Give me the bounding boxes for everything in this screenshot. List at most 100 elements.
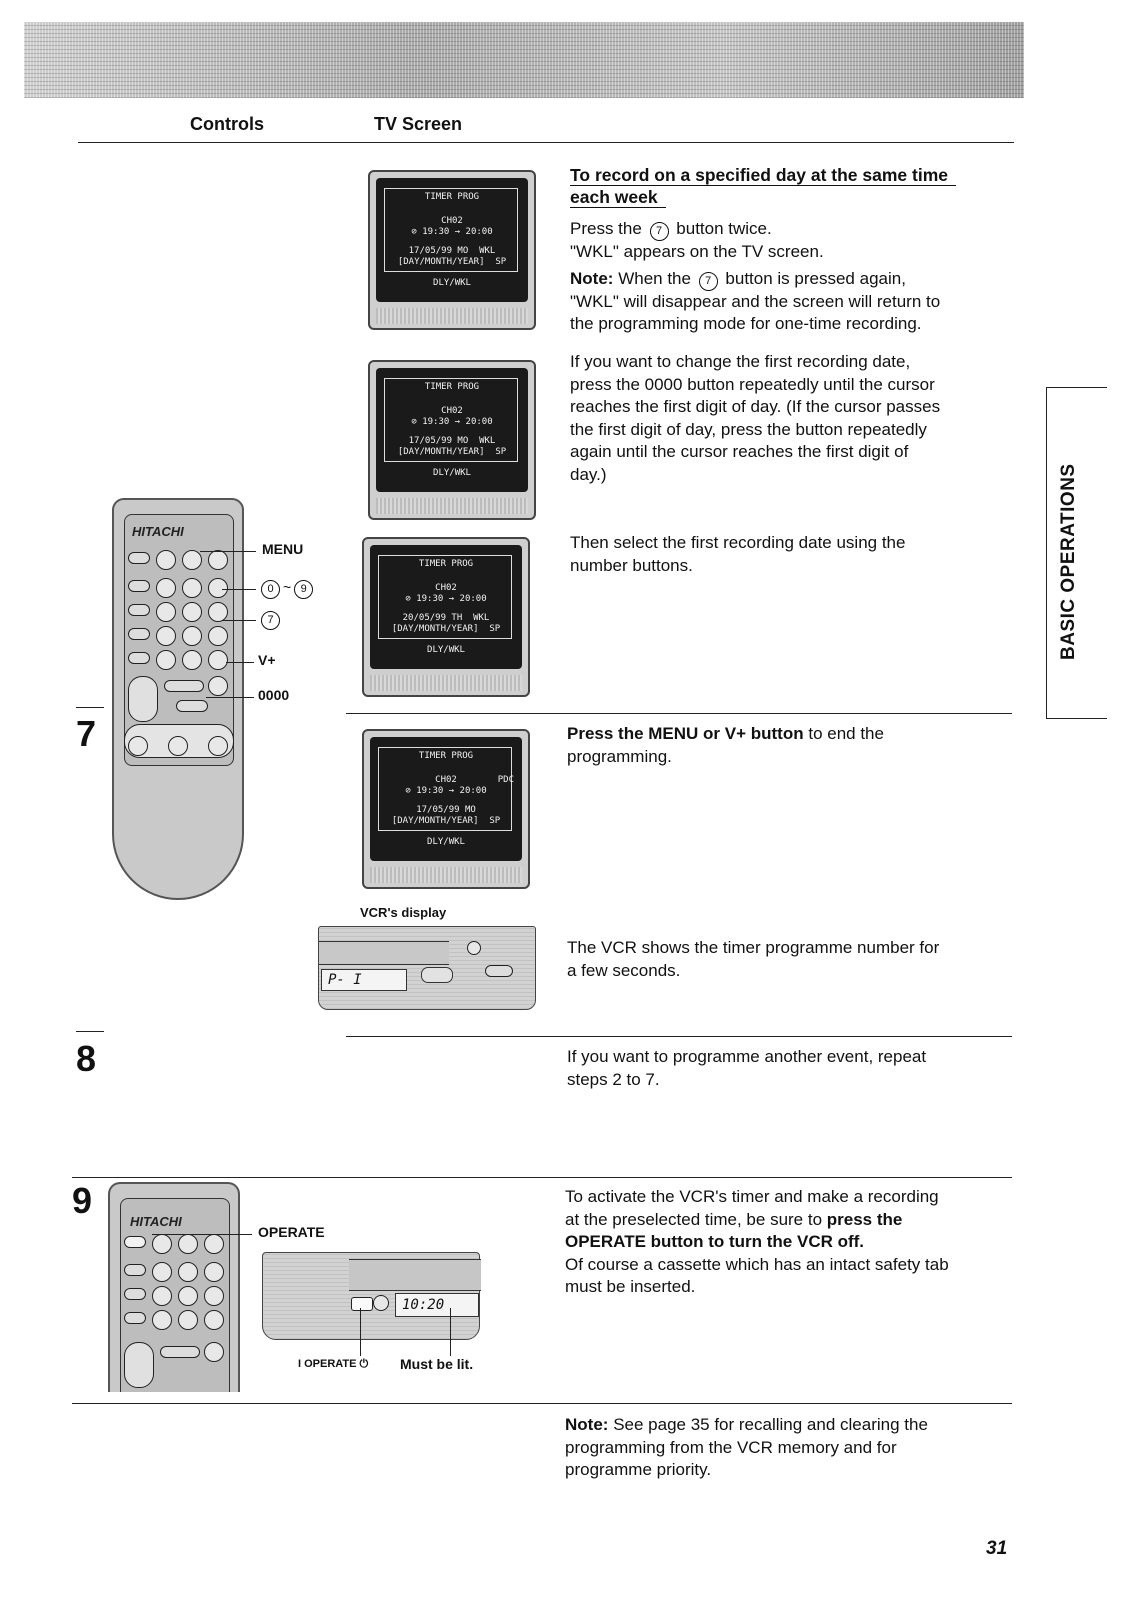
- tv-screen-3: TIMER PROG CH02 ⊘ 19:30 → 20:00 20/05/99…: [362, 537, 530, 697]
- eject-button[interactable]: [208, 550, 228, 570]
- number-2-button[interactable]: [182, 578, 202, 598]
- vcr-front-panel: P- I: [318, 926, 536, 1010]
- number-7-button[interactable]: [156, 626, 176, 646]
- tv-date-format: [DAY/MONTH/YEAR] SP: [391, 624, 501, 634]
- number-6-button[interactable]: [208, 602, 228, 622]
- remote-button[interactable]: [128, 652, 150, 664]
- number-6-button[interactable]: [204, 1286, 224, 1306]
- vcr-button[interactable]: [373, 1295, 389, 1311]
- remote-button[interactable]: [128, 628, 150, 640]
- remote-button[interactable]: [124, 1288, 146, 1300]
- tv-title: TIMER PROG: [418, 751, 474, 761]
- zeros-label: 0000: [258, 687, 290, 703]
- vcr-display-label: VCR's display: [360, 905, 447, 920]
- cassette-slot: [349, 1259, 481, 1291]
- number-8-button[interactable]: [182, 626, 202, 646]
- remote-button[interactable]: [208, 650, 228, 670]
- vcr-button[interactable]: [485, 965, 513, 977]
- button-7-icon: 7: [649, 222, 669, 241]
- remote-button[interactable]: [182, 550, 202, 570]
- step-9-text: To activate the VCR's timer and make a r…: [565, 1187, 949, 1296]
- remote-button[interactable]: [204, 1342, 224, 1362]
- number-1-button[interactable]: [156, 578, 176, 598]
- tv-dly: DLY/WKL: [427, 645, 465, 655]
- tape-finder-button[interactable]: [160, 1346, 200, 1358]
- tv-screen-1: TIMER PROG CH02 ⊘ 19:30 → 20:00 17/05/99…: [368, 170, 536, 330]
- remote-brand: HITACHI: [132, 524, 184, 539]
- cassette-slot: [319, 941, 449, 965]
- vcr-button[interactable]: [467, 941, 481, 955]
- tv-base: [376, 498, 528, 514]
- tv-base: [370, 867, 522, 883]
- stop-button[interactable]: [168, 736, 188, 756]
- remote-button[interactable]: [124, 1264, 146, 1276]
- tv-screen-heading: TV Screen: [374, 114, 463, 134]
- tv-channel: CH02: [435, 775, 457, 785]
- vcr-lcd: P- I: [321, 969, 407, 991]
- header-banner: [24, 22, 1024, 98]
- tv-base: [370, 675, 522, 691]
- number-1-button[interactable]: [152, 1262, 172, 1282]
- change-date-instructions: If you want to change the first recordin…: [570, 352, 941, 484]
- pause-button[interactable]: [208, 736, 228, 756]
- step-marker-rule: [76, 1031, 104, 1032]
- tv-time: ⊘ 19:30 → 20:00: [411, 227, 493, 237]
- tv-screen-4: TIMER PROG CH02 PDC ⊘ 19:30 → 20:00 17/0…: [362, 729, 530, 889]
- button-7-label: 7: [258, 610, 283, 630]
- number-0-button[interactable]: [182, 650, 202, 670]
- tracking-button[interactable]: [124, 1342, 154, 1388]
- remote-button[interactable]: [128, 580, 150, 592]
- tracking-button[interactable]: [128, 676, 158, 722]
- tv-date: 20/05/99 TH WKL: [402, 613, 490, 623]
- operate-button[interactable]: [351, 1297, 373, 1311]
- remote-button[interactable]: [178, 1234, 198, 1254]
- number-9-button[interactable]: [208, 626, 228, 646]
- zeros-button[interactable]: [176, 700, 208, 712]
- number-4-button[interactable]: [156, 602, 176, 622]
- number-5-button[interactable]: [178, 1286, 198, 1306]
- number-7-button[interactable]: [152, 1310, 172, 1330]
- side-tab: [1046, 387, 1107, 719]
- remote-button[interactable]: [156, 550, 176, 570]
- tv-title: TIMER PROG: [418, 559, 474, 569]
- remote-button[interactable]: [128, 604, 150, 616]
- tv-dly: DLY/WKL: [433, 468, 471, 478]
- eject-button[interactable]: [204, 1234, 224, 1254]
- tv-time: ⊘ 19:30 → 20:00: [405, 594, 487, 604]
- tv-date-format: [DAY/MONTH/YEAR] SP: [397, 447, 507, 457]
- number-9-button[interactable]: [204, 1310, 224, 1330]
- step-divider: [72, 1177, 1012, 1178]
- step-7-number: 7: [76, 713, 97, 754]
- number-8-button[interactable]: [178, 1310, 198, 1330]
- number-2-button[interactable]: [178, 1262, 198, 1282]
- step-7-text: Press the MENU or V+ button to end the p…: [567, 724, 884, 766]
- remote-button[interactable]: [124, 1312, 146, 1324]
- operate-button[interactable]: [128, 552, 150, 564]
- tv-date: 17/05/99 MO: [416, 805, 476, 815]
- page-number: 31: [986, 1538, 1008, 1559]
- tv-base: [376, 308, 528, 324]
- number-5-button[interactable]: [182, 602, 202, 622]
- vcr-button[interactable]: [421, 967, 453, 983]
- tape-finder-button[interactable]: [164, 680, 204, 692]
- remote-button[interactable]: [152, 1234, 172, 1254]
- operate-button[interactable]: [124, 1236, 146, 1248]
- tv-date: 17/05/99 MO WKL: [408, 246, 496, 256]
- tv-date-format: [DAY/MONTH/YEAR] SP: [397, 257, 507, 267]
- step-8-number: 8: [76, 1038, 97, 1079]
- tv-title: TIMER PROG: [424, 192, 480, 202]
- weekly-title: To record on a specified day at the same…: [570, 164, 990, 208]
- remote-brand: HITACHI: [130, 1214, 182, 1229]
- v-plus-button[interactable]: [208, 676, 228, 696]
- tv-date-format: [DAY/MONTH/YEAR] SP: [391, 816, 501, 826]
- menu-label: MENU: [262, 541, 304, 557]
- weekly-instructions: Press the 7 button twice. "WKL" appears …: [570, 219, 941, 333]
- step-8-text: If you want to programme another event, …: [567, 1047, 927, 1089]
- number-3-button[interactable]: [204, 1262, 224, 1282]
- remote-button[interactable]: [156, 650, 176, 670]
- record-button[interactable]: [128, 736, 148, 756]
- number-3-button[interactable]: [208, 578, 228, 598]
- final-note: Note: See page 35 for recalling and clea…: [565, 1415, 928, 1479]
- button-7-icon: 7: [698, 271, 718, 291]
- number-4-button[interactable]: [152, 1286, 172, 1306]
